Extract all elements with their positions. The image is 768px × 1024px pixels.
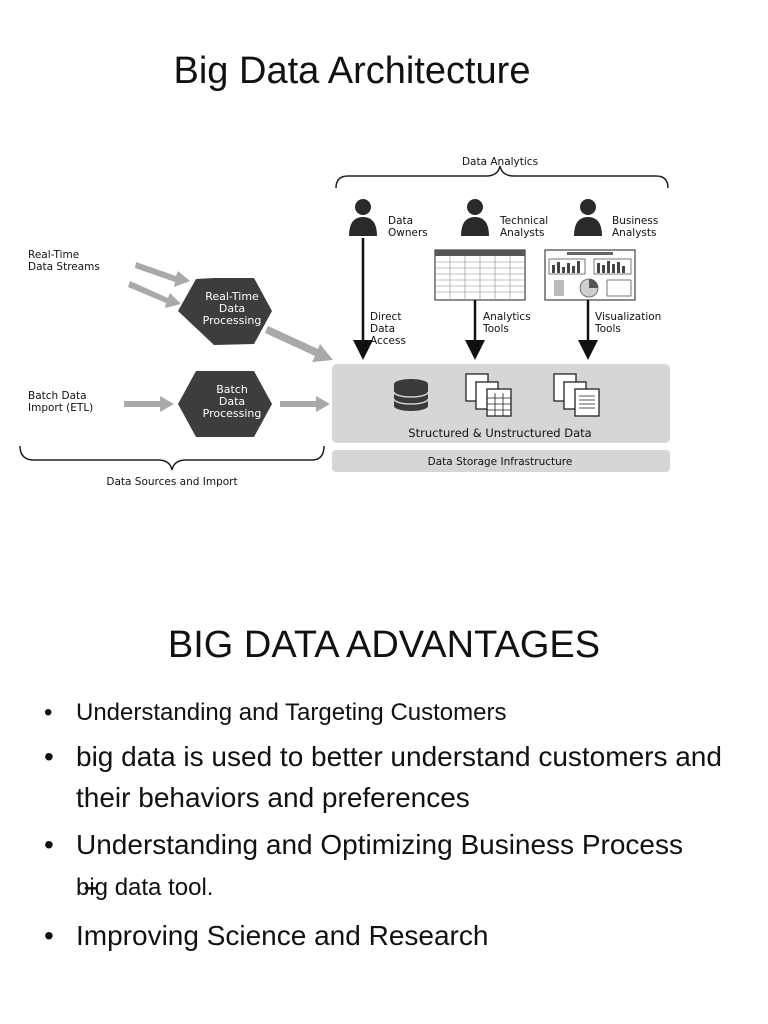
list-item: • big data is used to better understand … (44, 736, 744, 818)
structured-unstructured-label: Structured & Unstructured Data (408, 426, 591, 440)
advantages-list: • Understanding and Targeting Customers … (44, 696, 744, 962)
storage-infrastructure-bar (332, 450, 670, 472)
bullet-text: Improving Science and Research (76, 920, 489, 951)
person-icon (461, 199, 489, 236)
data-sources-brace (19, 445, 325, 471)
spreadsheet-icon (434, 249, 526, 301)
person-icon (349, 199, 377, 236)
bullet-text: Understanding and Optimizing Business Pr… (76, 829, 683, 860)
sub-bullet-text: big data tool. (76, 874, 214, 901)
sub-list-item: – big data tool. (44, 871, 744, 905)
documents-text-icon (553, 373, 600, 417)
list-item: • Understanding and Targeting Customers (44, 696, 744, 730)
stream-arrow (135, 262, 190, 287)
bullet-dot: • (44, 699, 53, 726)
realtime-processing-hexagon (178, 278, 272, 345)
list-item: • Understanding and Optimizing Business … (44, 824, 744, 865)
batch-in-arrow (124, 396, 174, 412)
bullet-text: Understanding and Targeting Customers (76, 699, 507, 726)
bullet-dot: • (44, 741, 54, 772)
data-analytics-label: Data Analytics (462, 156, 538, 168)
person-icon (574, 199, 602, 236)
batch-processing-hexagon (178, 371, 272, 437)
storage-infrastructure-label: Data Storage Infrastructure (428, 456, 573, 468)
slide-title-advantages: BIG DATA ADVANTAGES (167, 624, 601, 666)
batch-out-arrow (280, 396, 330, 412)
database-icon (393, 379, 429, 411)
slide-title: Big Data Architecture (173, 50, 531, 92)
realtime-to-storage-arrow (265, 326, 333, 362)
data-analytics-brace (335, 165, 669, 189)
data-sources-label: Data Sources and Import (106, 476, 237, 488)
bullet-dash: – (84, 874, 98, 901)
list-item: • Improving Science and Research (44, 915, 744, 956)
documents-table-icon (465, 373, 512, 417)
stream-arrow (128, 281, 181, 308)
dashboard-icon (544, 249, 636, 301)
bullet-dot: • (44, 829, 54, 860)
bullet-dot: • (44, 920, 54, 951)
bullet-text: big data is used to better understand cu… (76, 741, 722, 813)
